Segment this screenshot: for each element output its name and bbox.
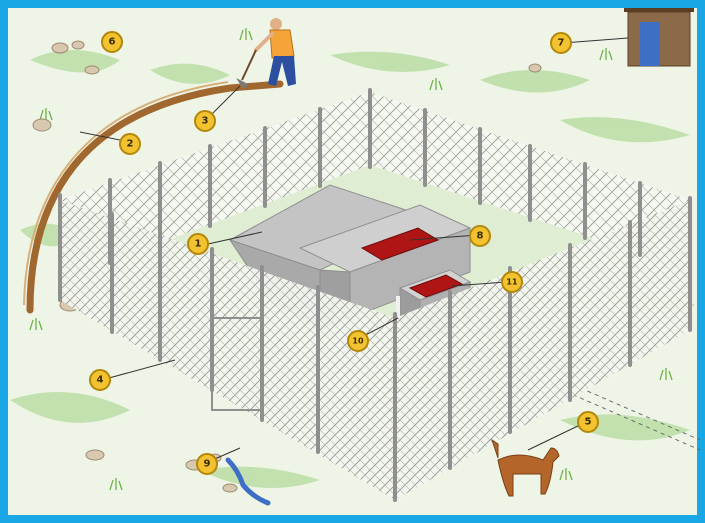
marker-4: 4 — [90, 370, 110, 390]
marker-8-label: 8 — [477, 231, 484, 242]
marker-6: 6 — [102, 32, 122, 52]
latrine-shed — [624, 8, 694, 66]
marker-7: 7 — [551, 33, 571, 53]
marker-9-label: 9 — [204, 459, 211, 470]
marker-11-label: 11 — [506, 278, 518, 287]
marker-10-label: 10 — [352, 337, 364, 346]
marker-3: 3 — [195, 111, 215, 131]
marker-6-label: 6 — [109, 37, 116, 48]
marker-2: 2 — [120, 134, 140, 154]
marker-11: 11 — [502, 272, 522, 292]
marker-4-label: 4 — [97, 375, 104, 386]
marker-2-label: 2 — [127, 139, 134, 150]
marker-10: 10 — [348, 331, 368, 351]
marker-5-label: 5 — [585, 417, 592, 428]
marker-8: 8 — [470, 226, 490, 246]
marker-5: 5 — [578, 412, 598, 432]
marker-9: 9 — [197, 454, 217, 474]
marker-7-label: 7 — [558, 38, 565, 49]
marker-3-label: 3 — [202, 116, 209, 127]
marker-1: 1 — [188, 234, 208, 254]
marker-1-label: 1 — [195, 239, 202, 250]
